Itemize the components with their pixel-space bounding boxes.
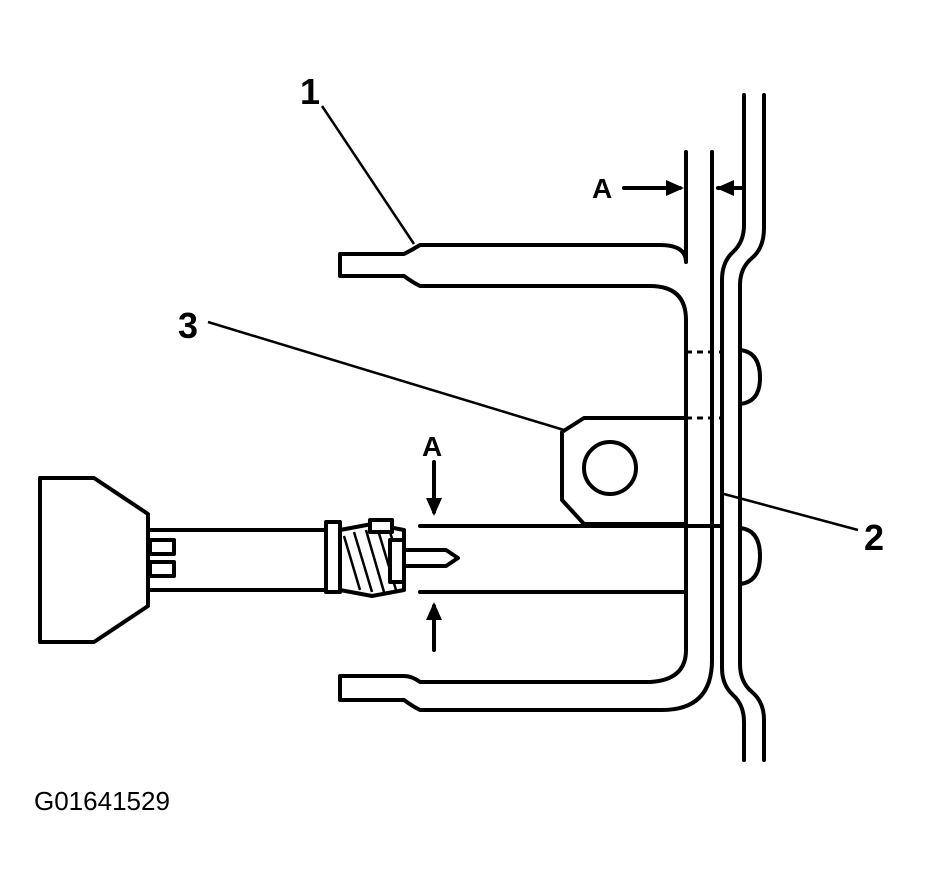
dimension-vertical-label: A (422, 431, 442, 462)
callout-part-3: 3 (178, 305, 198, 346)
tab-part-3 (560, 416, 688, 526)
rivet-upper (738, 348, 762, 406)
hidden-lines (684, 350, 722, 594)
dimension-horizontal-A: A (592, 173, 746, 204)
tab-hole (582, 440, 638, 496)
leader-3 (207, 320, 565, 432)
callout-part-2: 2 (864, 517, 884, 558)
rivets (738, 348, 762, 586)
figure-id: G01641529 (34, 786, 170, 816)
tool-handle (38, 476, 150, 644)
callout-part-1: 1 (300, 71, 320, 112)
gauge-tool (38, 476, 460, 644)
leader-1 (320, 105, 416, 245)
dimension-horizontal-label: A (592, 173, 612, 204)
leader-2 (723, 492, 859, 532)
tool-tip (402, 548, 460, 568)
panel-part-2 (720, 93, 766, 762)
leader-lines (207, 105, 859, 532)
bracket-part-1 (338, 150, 714, 712)
tool-gear (338, 518, 406, 598)
dimension-vertical-A: A (422, 431, 442, 652)
rivet-lower (738, 526, 762, 586)
measured-opening (418, 524, 724, 594)
tool-collar (324, 520, 342, 594)
